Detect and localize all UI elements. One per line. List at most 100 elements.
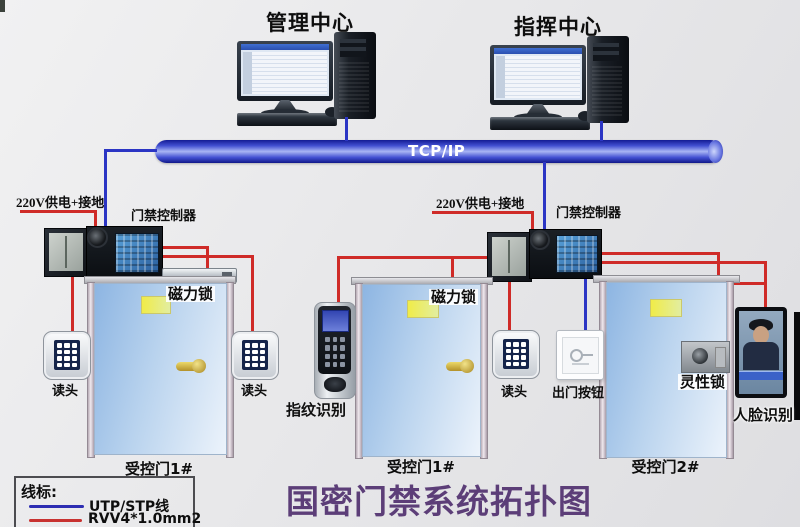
app-titlebar xyxy=(494,48,582,54)
fingerprint-label: 指纹识别 xyxy=(286,401,347,419)
wire-to-face-terminal xyxy=(764,261,767,309)
controller-box xyxy=(529,229,602,279)
app-titlebar xyxy=(241,44,329,50)
reader-keypad xyxy=(503,339,529,369)
wire-pc2-to-bus xyxy=(600,121,603,141)
wire-bus-to-controller2 xyxy=(543,162,546,230)
controller-pcb xyxy=(115,233,159,273)
controller-pcb xyxy=(556,235,598,273)
wire-power1-h xyxy=(20,210,97,213)
card-reader-3 xyxy=(492,330,540,379)
controller2-label: 门禁控制器 xyxy=(556,206,622,221)
mouse xyxy=(578,111,592,121)
keyboard xyxy=(237,113,337,126)
card-reader-2 xyxy=(231,331,279,380)
face-screen xyxy=(739,311,783,394)
legend-rvv-label: RVV4*1.0mm2 xyxy=(88,511,202,527)
door-handle xyxy=(176,359,206,373)
face-terminal xyxy=(735,307,787,398)
tcpip-bus: TCP/IP xyxy=(155,140,723,163)
controller-door xyxy=(487,232,532,282)
fingerprint-keypad xyxy=(322,334,348,370)
door-handle xyxy=(446,359,474,373)
monitor-screen xyxy=(241,44,329,96)
wire-controller2-fingerprint-h xyxy=(337,256,488,259)
reader-1-label: 读头 xyxy=(52,384,79,399)
wire-power2-to-controller2 xyxy=(531,211,534,231)
wire-bus-to-controller1 xyxy=(104,149,107,227)
maglock-2-label: 磁力锁 xyxy=(429,288,479,306)
reader-2-label: 读头 xyxy=(241,384,268,399)
exit-button-device xyxy=(556,330,604,380)
face-scan-bar xyxy=(739,371,783,380)
controller-transformer xyxy=(530,230,550,250)
controller-transformer xyxy=(87,227,108,248)
fingerprint-screen xyxy=(322,310,349,332)
door-sign-plate xyxy=(141,296,171,314)
power-label-1: 220V供电+接地 xyxy=(16,195,105,210)
app-table xyxy=(243,52,327,94)
legend-rvv-swatch xyxy=(29,519,82,522)
monitor-stand xyxy=(526,104,550,115)
pc-tower xyxy=(587,36,629,123)
mouse xyxy=(325,107,339,117)
wire-power1-to-controller1 xyxy=(94,210,97,227)
photo-corner-mark xyxy=(0,0,5,12)
door-3-label: 受控门2# xyxy=(631,458,700,476)
wire-to-maglock2 xyxy=(451,256,454,279)
legend-utp-label: UTP/STP线 xyxy=(89,499,170,515)
app-table xyxy=(496,56,580,98)
keyboard xyxy=(490,117,590,130)
command-workstation xyxy=(490,36,632,132)
face-label: 人脸识别 xyxy=(733,406,794,424)
wire-to-maglock1 xyxy=(206,246,209,270)
wire-bus-left-h xyxy=(104,149,157,152)
tcpip-bus-label: TCP/IP xyxy=(408,142,466,160)
wire-to-reader2 xyxy=(251,255,254,332)
card-reader-1 xyxy=(43,331,91,380)
monitor-screen xyxy=(494,48,582,100)
door-2-label: 受控门1# xyxy=(386,458,455,476)
wire-controller2-to-reader3 xyxy=(508,274,511,332)
door-frame-right xyxy=(480,283,488,459)
monitor xyxy=(237,41,333,101)
controller-box xyxy=(86,226,163,279)
photo-edge-bar xyxy=(794,312,800,420)
exit-button-text-line xyxy=(572,363,589,365)
legend-utp-swatch xyxy=(29,505,84,508)
fingerprint-scanner xyxy=(324,377,346,392)
wire-controller2-flexlock-h xyxy=(599,252,720,255)
command-center-label: 指挥中心 xyxy=(514,15,602,39)
exit-button-label: 出门按钮 xyxy=(552,386,605,401)
monitor xyxy=(490,45,586,105)
controller-door-panel xyxy=(49,233,83,271)
management-workstation xyxy=(237,32,379,128)
door-sign-plate xyxy=(650,299,682,317)
person-body xyxy=(743,342,779,370)
controller-door-panel xyxy=(492,237,526,276)
wire-controller1-to-reader1 xyxy=(71,276,74,333)
monitor-stand xyxy=(273,100,297,111)
flexlock-label: 灵性锁 xyxy=(678,373,728,391)
controller1-label: 门禁控制器 xyxy=(131,209,197,224)
wire-controller1-maglock1-h xyxy=(159,246,209,249)
wire-to-fingerprint xyxy=(337,256,340,304)
controller-door xyxy=(44,228,89,277)
legend-box: 线标: UTP/STP线 RVV4*1.0mm2 xyxy=(14,476,201,527)
wire-controller1-reader2-h xyxy=(159,255,254,258)
wire-controller2-face-h xyxy=(599,261,767,264)
person-face xyxy=(753,326,769,344)
maglock-1-label: 磁力锁 xyxy=(166,285,216,303)
reader-keypad xyxy=(54,340,80,370)
exit-button-plate xyxy=(562,337,599,374)
legend-title: 线标: xyxy=(21,483,57,501)
power-label-2: 220V供电+接地 xyxy=(436,196,525,211)
door-1-label: 受控门1# xyxy=(124,460,193,478)
flexlock-device xyxy=(681,341,730,373)
wire-power2-h xyxy=(432,211,534,214)
page-title: 国密门禁系统拓扑图 xyxy=(286,482,592,521)
key-icon xyxy=(570,349,593,362)
pc-tower xyxy=(334,32,376,119)
reader-3-label: 读头 xyxy=(501,385,528,400)
